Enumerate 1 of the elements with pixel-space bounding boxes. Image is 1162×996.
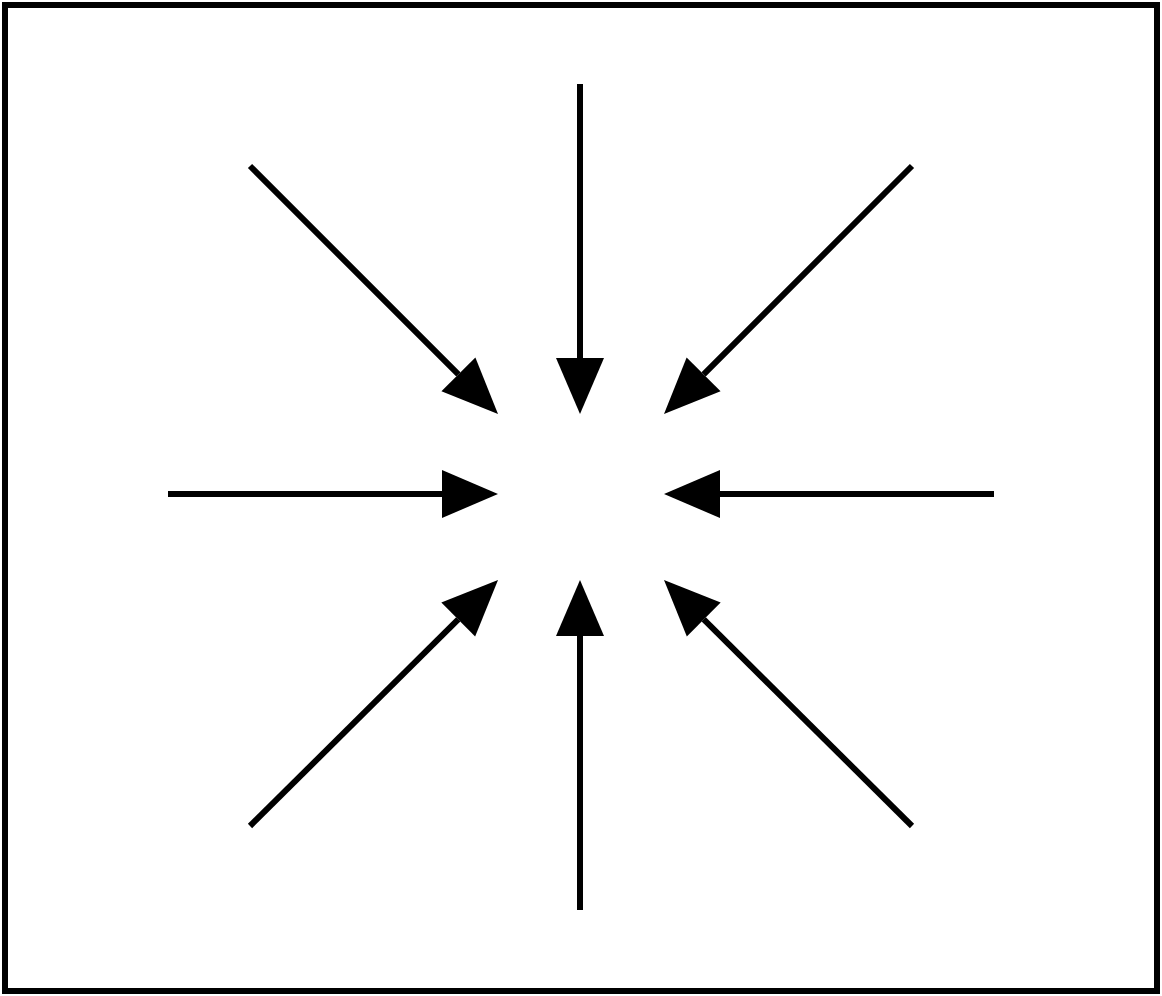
frame-box <box>2 2 1160 994</box>
